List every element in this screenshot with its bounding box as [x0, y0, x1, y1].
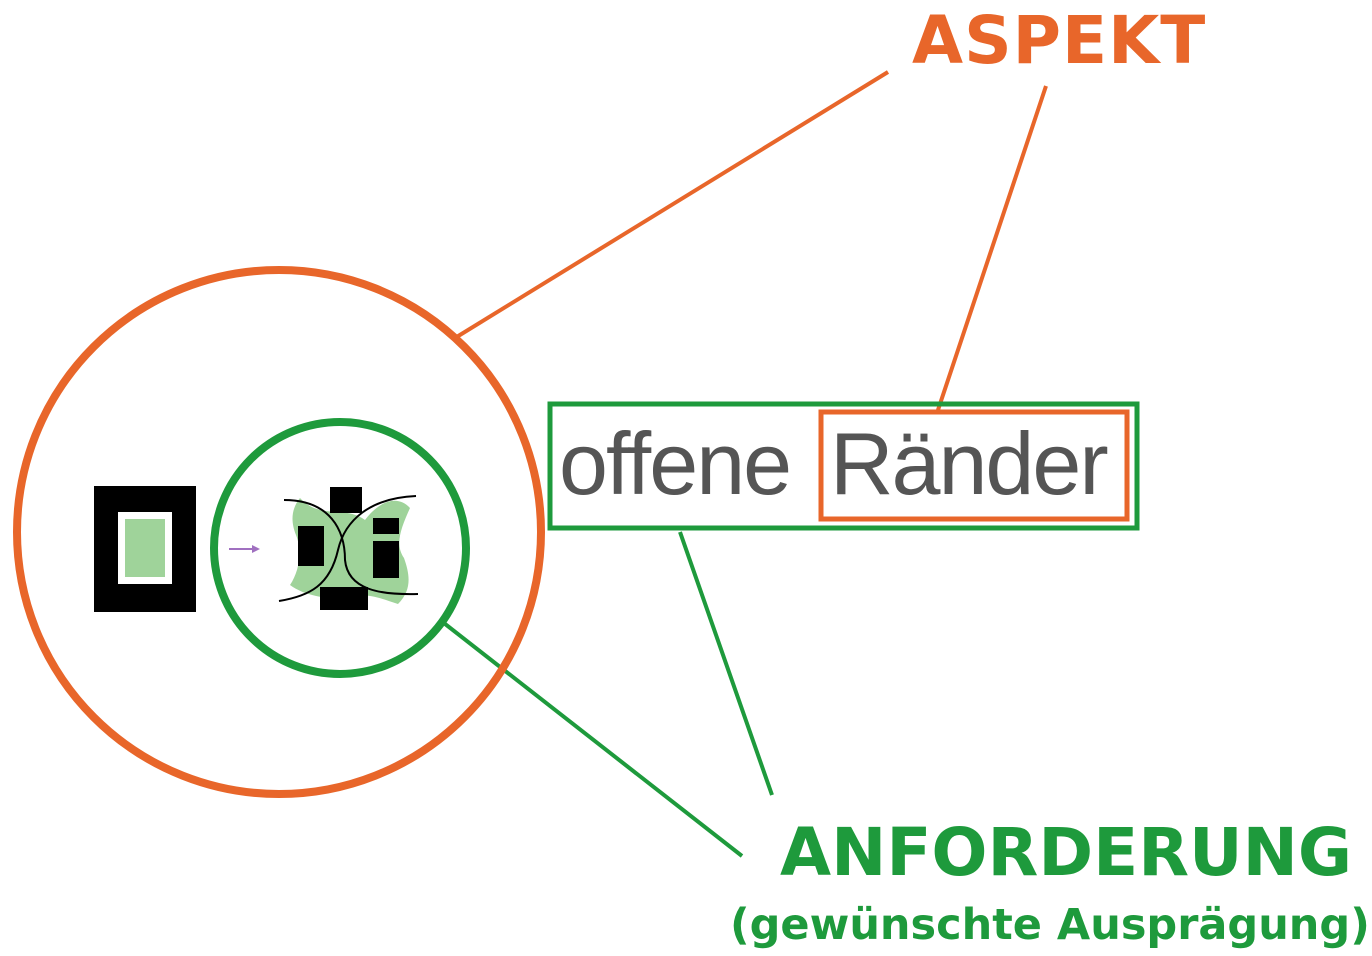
connector-anforderung-to-box [678, 531, 774, 796]
connector-anforderung-to-circle [438, 618, 744, 858]
closed-block-icon [94, 486, 196, 612]
term-word-offene: offene [559, 414, 792, 513]
connector-aspekt-to-box [936, 85, 1048, 411]
auspraegung-label: (gewünschte Ausprägung) [730, 900, 1370, 950]
aspekt-label: ASPEKT [912, 2, 1207, 79]
connector-aspekt-to-circle [453, 70, 890, 340]
requirement-term-box [547, 401, 1140, 531]
open-block-icon [278, 487, 419, 610]
aspect-circle [13, 266, 545, 798]
anforderung-label: ANFORDERUNG [780, 814, 1353, 891]
arrow-icon [229, 545, 260, 553]
requirement-circle [210, 418, 470, 678]
term-word-raender: Ränder [830, 414, 1109, 513]
aspect-term-box [818, 409, 1130, 522]
